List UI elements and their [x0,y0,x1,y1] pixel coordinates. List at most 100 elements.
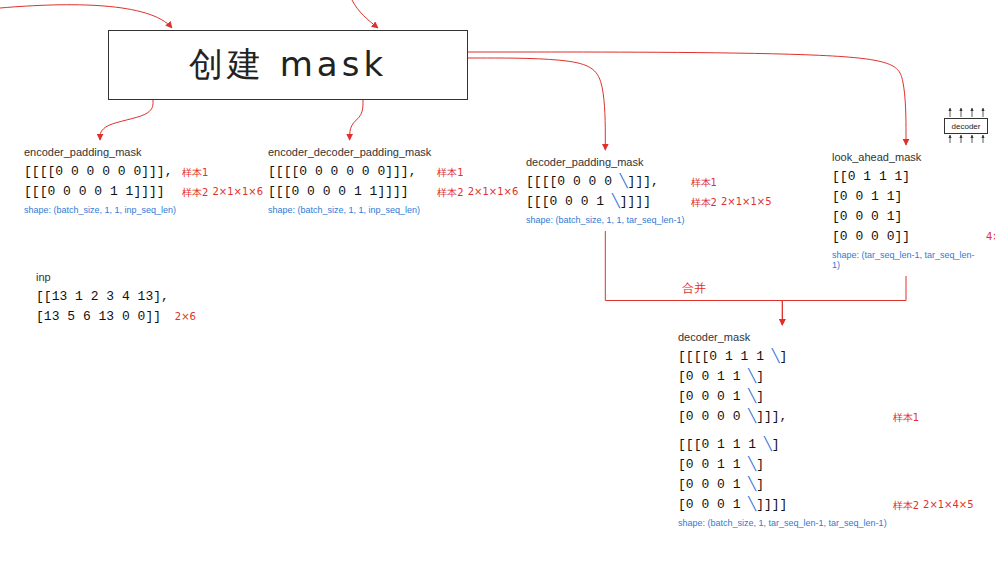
matrix-char: 0 [733,409,741,424]
matrix-char [67,289,75,304]
matrix-row: [[0 1 1 1] [832,167,980,187]
matrix-char [863,209,871,224]
matrix-char: 0 [589,174,597,189]
matrix-char: [ [276,164,284,179]
matrix-char [741,369,749,384]
io-arrow [961,108,962,117]
matrix-char [589,194,597,209]
matrix-char: [ [534,174,542,189]
matrix-char: ] [393,184,401,199]
matrix-char: ] [772,409,780,424]
matrix-char [573,194,581,209]
matrix-char [130,289,138,304]
annotation: 4×4 [986,231,995,242]
matrix-char: 0 [557,174,565,189]
annotation: 样本1 [893,411,919,425]
matrix-char [741,437,749,452]
matrix-char: 0 [701,437,709,452]
matrix-char: 1 [717,369,725,384]
matrix-char: [ [526,194,534,209]
matrix-char [733,349,741,364]
matrix-row: [0 0 0 1] [832,207,980,227]
matrix-char: 1 [110,184,118,199]
matrix-char [114,309,122,324]
matrix-char: 0 [118,164,126,179]
matrix-char [879,229,887,244]
matrix-char: ] [780,349,788,364]
matrix-char: ] [153,309,161,324]
matrix-char [717,349,725,364]
matrix-char: 1 [138,289,146,304]
matrix-char: 3 [106,309,114,324]
matrix-char: [ [678,409,686,424]
matrix-char: ] [780,497,788,512]
matrix-char [315,184,323,199]
matrix-row: [[[0 0 0 1 ╲]]]] [526,192,685,212]
matrix-char: 0 [686,477,694,492]
matrix-char: 0 [315,164,323,179]
matrix-char: 0 [887,229,895,244]
edge-label: 合并 [680,280,708,297]
matrix-char: ╲ [748,477,756,492]
matrix-char: 0 [686,409,694,424]
matrix-char: ] [393,164,401,179]
matrix-char: 1 [733,389,741,404]
mask-group: look_ahead_mask[[0 1 1 1][0 0 1 1][0 0 0… [826,145,986,276]
matrix-char [848,229,856,244]
matrix-char [709,369,717,384]
matrix-char: ╲ [620,174,628,189]
annotation: 样本1 [437,166,463,180]
section-heading: encoder_padding_mask [24,146,176,158]
matrix-char [323,164,331,179]
matrix-char [709,457,717,472]
matrix-char: ] [133,184,141,199]
matrix-char: 0 [63,184,71,199]
matrix-char: ] [902,229,910,244]
io-arrow [983,135,984,143]
matrix-char [748,349,756,364]
matrix-char [855,169,863,184]
matrix-char: 0 [549,194,557,209]
matrix-char: 6 [83,309,91,324]
incoming-arrow [352,0,378,28]
matrix-char: ] [157,184,165,199]
matrix-char: 1 [75,289,83,304]
annotation: 2×6 [175,311,196,322]
matrix-row: [[[0 1 1 1 ╲] [678,435,887,455]
matrix-char: ╲ [748,457,756,472]
matrix-char: [ [832,189,840,204]
matrix-char: [ [549,174,557,189]
matrix-char: ] [635,194,643,209]
matrix-char: ] [895,209,903,224]
matrix-char: 0 [840,209,848,224]
matrix-char [871,169,879,184]
matrix-row: [[[0 0 0 0 1 1]]]] [268,182,431,202]
matrix-char [887,169,895,184]
matrix-char: [ [694,437,702,452]
matrix-char [130,309,138,324]
matrix-char: 0 [87,164,95,179]
matrix-char: 3 [52,309,60,324]
matrix-char: 0 [604,174,612,189]
matrix-char: 0 [701,457,709,472]
matrix-char [370,164,378,179]
matrix-char: [ [832,209,840,224]
matrix-char: [ [36,289,44,304]
matrix-char: ╲ [612,194,620,209]
matrix-char [299,184,307,199]
matrix-char: 0 [122,309,130,324]
decoder-box: decoder [944,118,988,134]
matrix-char [565,174,573,189]
mask-group: decoder_mask[[[[0 1 1 1 ╲][0 0 1 1 ╲][0 … [672,325,893,534]
matrix-char: 1 [596,194,604,209]
matrix-char: ╲ [748,369,756,384]
box-label: 创建 mask [189,42,387,88]
matrix-char [110,164,118,179]
matrix-char [709,409,717,424]
annotation: 样本2 [893,499,919,513]
matrix-char: 0 [848,169,856,184]
matrix-char: ] [756,497,764,512]
flow-arrow [468,58,605,150]
io-arrow [950,135,951,143]
matrix-char [848,189,856,204]
